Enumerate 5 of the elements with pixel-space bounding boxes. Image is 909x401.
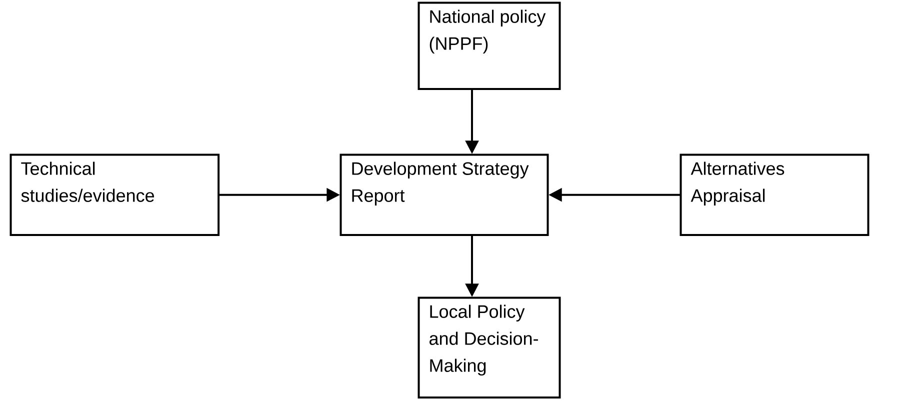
process-box: National policy (NPPF) <box>418 2 561 90</box>
process-box: Technical studies/evidence <box>10 154 220 236</box>
process-box: Development Strategy Report <box>340 154 549 236</box>
process-box: Local Policy and Decision-Making <box>418 296 561 399</box>
process-box: Alternatives Appraisal <box>680 154 870 236</box>
